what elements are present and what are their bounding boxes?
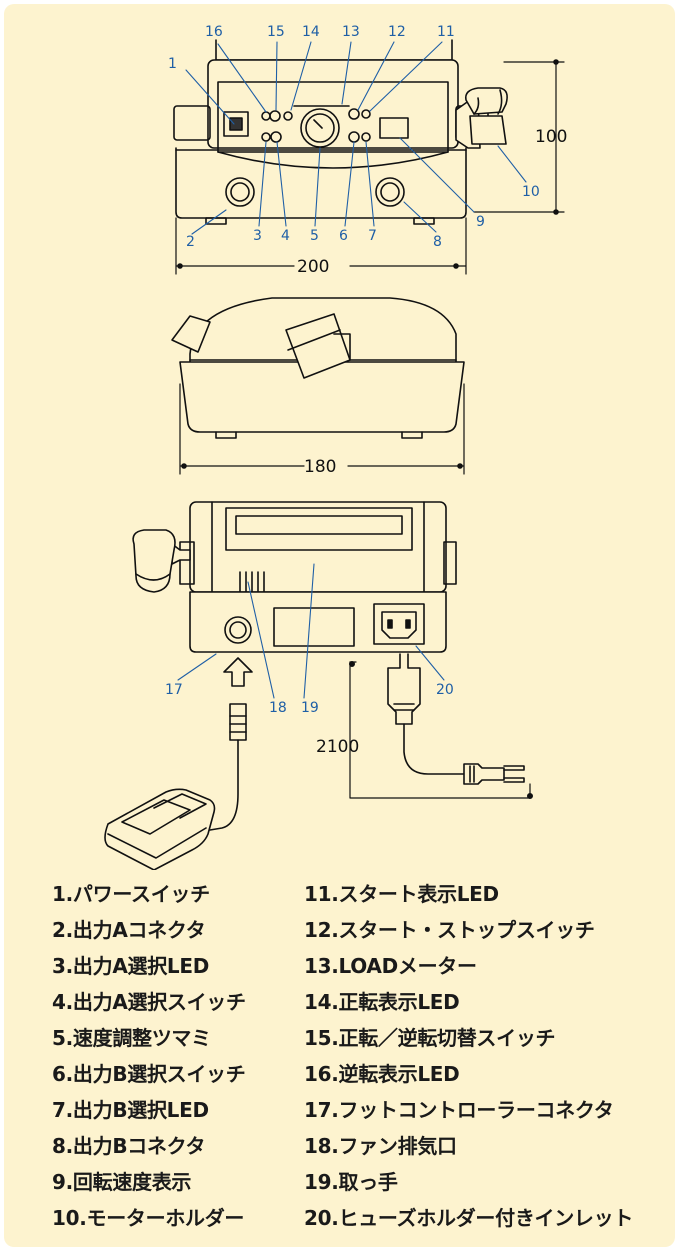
callout-19: 19 bbox=[301, 700, 319, 716]
parts-legend: 1.パワースイッチ 2.出力Aコネクタ 3.出力A選択LED 4.出力A選択スイ… bbox=[4, 870, 675, 1240]
back-view bbox=[104, 501, 533, 870]
dimension-depth: 180 bbox=[304, 457, 336, 477]
legend-item-1: 1.パワースイッチ bbox=[52, 882, 210, 906]
front-view bbox=[173, 39, 565, 275]
front-callouts: 1 2 3 4 5 6 7 8 9 10 11 12 13 14 15 16 1… bbox=[168, 24, 567, 277]
legend-item-7: 7.出力B選択LED bbox=[52, 1098, 209, 1122]
legend-item-14: 14.正転表示LED bbox=[304, 990, 460, 1014]
callout-9: 9 bbox=[476, 214, 485, 230]
callout-4: 4 bbox=[281, 228, 290, 244]
dimension-height: 100 bbox=[535, 127, 567, 147]
dimension-width: 200 bbox=[297, 257, 329, 277]
legend-item-17: 17.フットコントローラーコネクタ bbox=[304, 1098, 614, 1122]
device-diagram: 1 2 3 4 5 6 7 8 9 10 11 12 13 14 15 16 1… bbox=[104, 24, 567, 870]
legend-item-2: 2.出力Aコネクタ bbox=[52, 918, 206, 942]
legend-item-6: 6.出力B選択スイッチ bbox=[52, 1062, 246, 1086]
callout-18: 18 bbox=[269, 700, 287, 716]
legend-item-20: 20.ヒューズホルダー付きインレット bbox=[304, 1206, 634, 1230]
legend-item-4: 4.出力A選択スイッチ bbox=[52, 990, 246, 1014]
callout-16: 16 bbox=[205, 24, 223, 40]
legend-item-11: 11.スタート表示LED bbox=[304, 882, 499, 906]
diagram-frame: 1 2 3 4 5 6 7 8 9 10 11 12 13 14 15 16 1… bbox=[4, 4, 675, 1247]
callout-15: 15 bbox=[267, 24, 285, 40]
side-view bbox=[171, 297, 465, 475]
legend-item-5: 5.速度調整ツマミ bbox=[52, 1026, 211, 1050]
legend-item-9: 9.回転速度表示 bbox=[52, 1170, 192, 1194]
back-callouts: 17 18 19 20 2100 bbox=[165, 682, 454, 757]
legend-item-19: 19.取っ手 bbox=[304, 1170, 398, 1194]
callout-2: 2 bbox=[186, 234, 195, 250]
legend-item-13: 13.LOADメーター bbox=[304, 954, 477, 978]
legend-item-15: 15.正転／逆転切替スイッチ bbox=[304, 1026, 556, 1050]
callout-14: 14 bbox=[302, 24, 320, 40]
legend-item-12: 12.スタート・ストップスイッチ bbox=[304, 918, 595, 942]
legend-item-16: 16.逆転表示LED bbox=[304, 1062, 460, 1086]
callout-8: 8 bbox=[433, 234, 442, 250]
callout-12: 12 bbox=[388, 24, 406, 40]
callout-11: 11 bbox=[437, 24, 455, 40]
callout-1: 1 bbox=[168, 56, 177, 72]
legend-item-3: 3.出力A選択LED bbox=[52, 954, 210, 978]
callout-17: 17 bbox=[165, 682, 183, 698]
callout-20: 20 bbox=[436, 682, 454, 698]
dimension-cord-length: 2100 bbox=[316, 737, 359, 757]
callout-7: 7 bbox=[368, 228, 377, 244]
callout-5: 5 bbox=[310, 228, 319, 244]
callout-3: 3 bbox=[253, 228, 262, 244]
callout-6: 6 bbox=[339, 228, 348, 244]
callout-10: 10 bbox=[522, 184, 540, 200]
legend-item-8: 8.出力Bコネクタ bbox=[52, 1134, 206, 1158]
legend-item-10: 10.モーターホルダー bbox=[52, 1206, 245, 1230]
callout-13: 13 bbox=[342, 24, 360, 40]
legend-item-18: 18.ファン排気口 bbox=[304, 1134, 457, 1158]
